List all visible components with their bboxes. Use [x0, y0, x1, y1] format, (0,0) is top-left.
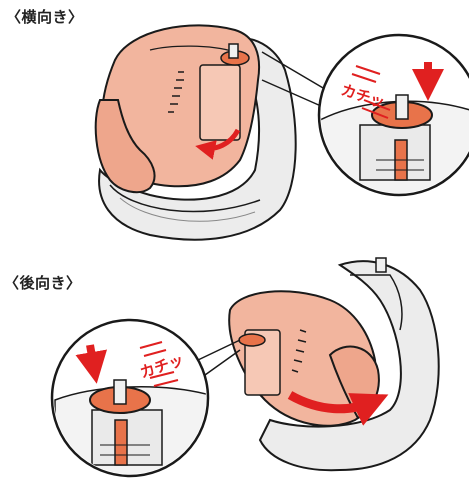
top-detail-inset: カチッ — [319, 35, 469, 200]
bottom-detail-inset: カチッ — [52, 320, 210, 480]
press-arrow-bottom — [90, 345, 94, 368]
rear-facing-seat-illustration — [229, 258, 438, 470]
side-facing-seat-illustration — [96, 25, 296, 239]
